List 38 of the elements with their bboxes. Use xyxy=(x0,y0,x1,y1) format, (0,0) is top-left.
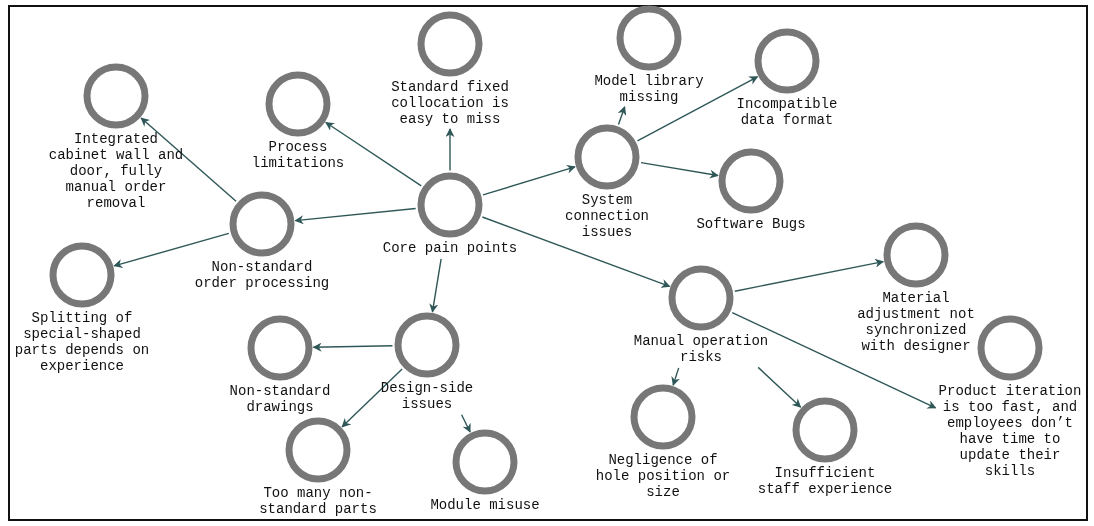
node-label: Integrated cabinet wall and door, fully manual order removal xyxy=(47,131,185,211)
arrow xyxy=(640,161,719,179)
node-label: Too many non-standard parts xyxy=(258,485,378,517)
arrow xyxy=(481,216,671,288)
node-label: Material adjustment not synchronized with designer xyxy=(856,290,976,354)
node-label: Model library missing xyxy=(593,73,705,105)
arrow xyxy=(482,164,576,196)
arrow xyxy=(429,258,442,313)
node-label: Process limitations xyxy=(250,139,346,171)
node-label: Design-side issues xyxy=(379,380,475,412)
node-label: Non-standard drawings xyxy=(228,383,332,415)
arrow xyxy=(731,311,937,409)
arrow xyxy=(312,342,394,352)
node-label: Non-standard order processing xyxy=(193,259,331,291)
arrow xyxy=(671,367,680,386)
arrow xyxy=(325,121,422,187)
node-label: Module misuse xyxy=(429,497,541,513)
arrow xyxy=(113,232,230,268)
circle-node xyxy=(258,417,378,517)
arrow xyxy=(294,207,417,225)
arrow xyxy=(617,106,627,126)
node-label: System connection issues xyxy=(564,192,650,240)
node-label: Product iteration is too fast, and employees don’t have time to update their skills xyxy=(937,383,1083,479)
node-label: Insufficient staff experience xyxy=(756,465,894,497)
arrow xyxy=(445,128,455,172)
arrow xyxy=(460,414,471,433)
arrow xyxy=(341,368,403,428)
arrow xyxy=(140,117,237,202)
node-label: Negligence of hole position or size xyxy=(594,452,732,500)
arrow xyxy=(636,76,759,142)
arrow xyxy=(734,258,885,292)
node-label: Standard fixed collocation is easy to miss xyxy=(390,79,510,127)
node-label: Splitting of special-shaped parts depends on experience xyxy=(13,310,151,374)
arrow xyxy=(757,366,802,408)
node-label: Software Bugs xyxy=(695,216,807,232)
node-label: Core pain points xyxy=(381,240,519,256)
node-label: Manual operation risks xyxy=(632,333,770,365)
node-label: Incompatible data format xyxy=(735,96,839,128)
